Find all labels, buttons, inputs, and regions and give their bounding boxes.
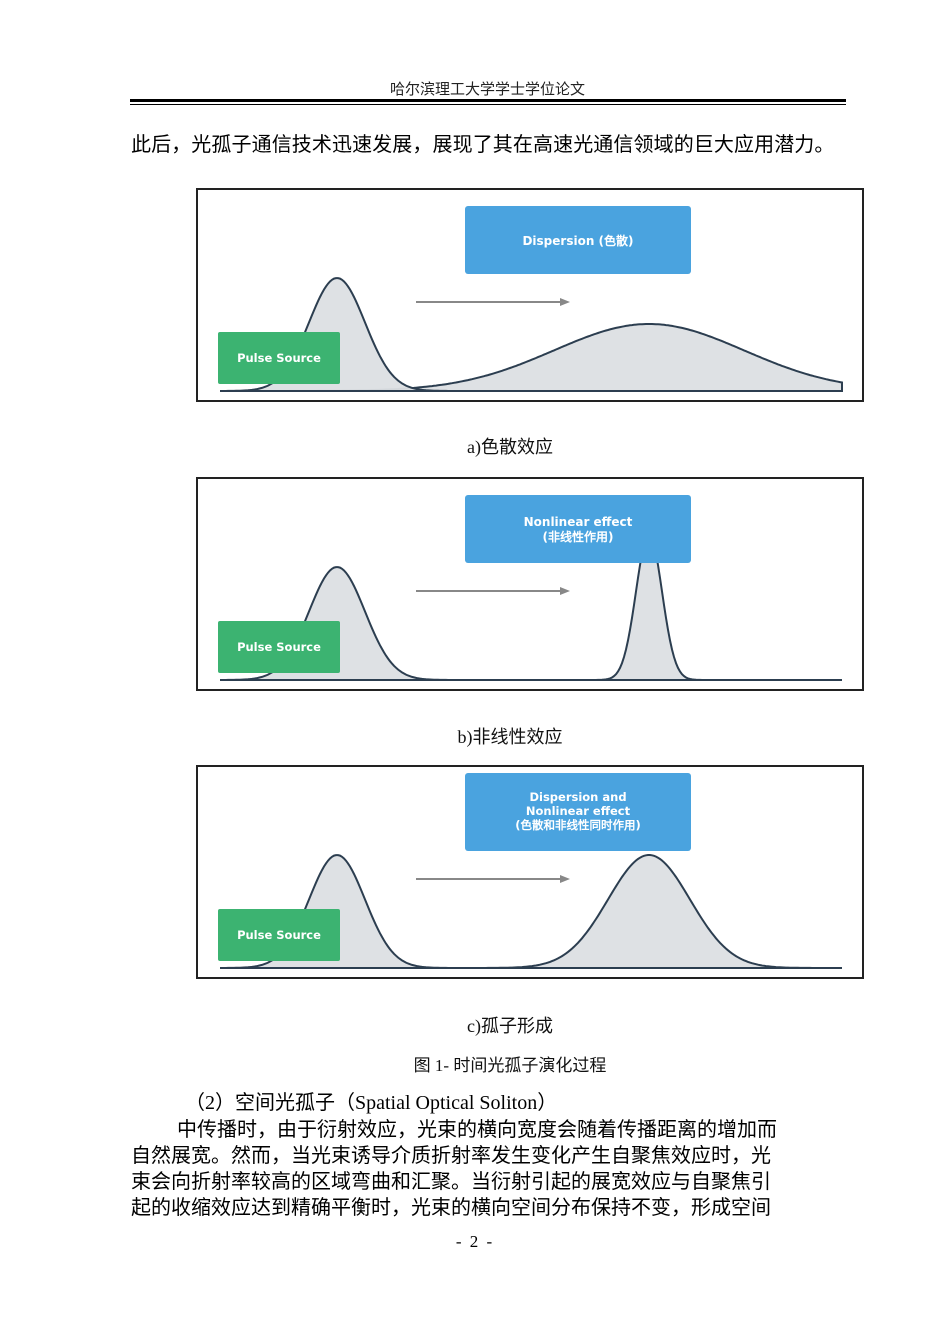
caption-a: a)色散效应 [467,437,553,457]
effect-label-line-1: Dispersion and [529,790,626,804]
figure-b-canvas: Pulse Source Nonlinear effect (非线性作用) [218,495,842,681]
figure-title: 图 1- 时间光孤子演化过程 [413,1056,607,1075]
figure-a-canvas: Pulse Source Dispersion (色散) [218,206,843,392]
effect-box: Dispersion and Nonlinear effect (色散和非线性同… [465,773,691,851]
effect-label-line-2: Nonlinear effect [526,804,631,818]
input-pulse-curve [220,566,842,681]
input-pulse-curve [220,277,842,392]
effect-label-line-1: Dispersion (色散) [522,233,633,248]
intro-paragraph: 此后，光孤子通信技术迅速发展，展现了其在高速光通信领域的巨大应用潜力。 [131,134,835,156]
propagation-arrow [416,587,570,595]
caption-b: b)非线性效应 [457,727,563,747]
effect-label-line-3: (色散和非线性同时作用) [515,818,641,832]
pulse-source-box: Pulse Source [218,909,340,961]
propagation-arrow [416,298,570,306]
section-paragraph-line-2: 自然展宽。然而，当光束诱导介质折射率发生变化产生自聚焦效应时，光 [131,1145,771,1167]
figure-c-canvas: Pulse Source Dispersion and Nonlinear ef… [218,773,842,969]
figure-c-soliton: Pulse Source Dispersion and Nonlinear ef… [196,765,864,979]
effect-box: Dispersion (色散) [465,206,691,274]
pulse-source-label: Pulse Source [237,928,321,942]
header-rule-thin [130,104,846,105]
effect-label-line-2: (非线性作用) [543,529,614,544]
pulse-source-label: Pulse Source [237,640,321,654]
figure-a-dispersion: Pulse Source Dispersion (色散) [196,188,864,402]
effect-box: Nonlinear effect (非线性作用) [465,495,691,563]
propagation-arrow [416,875,570,883]
page-header: 哈尔滨理工大学学士学位论文 [389,82,585,98]
caption-c: c)孤子形成 [467,1016,553,1036]
section-heading: （2）空间光孤子（Spatial Optical Soliton） [185,1092,558,1114]
page-number: - 2 - [455,1232,495,1251]
section-paragraph-line-4: 起的收缩效应达到精确平衡时，光束的横向空间分布保持不变，形成空间 [131,1197,771,1219]
pulse-source-box: Pulse Source [218,621,340,673]
input-pulse-curve [220,854,842,969]
section-paragraph-line-1: 中传播时，由于衍射效应，光束的横向宽度会随着传播距离的增加而 [177,1119,777,1141]
figure-b-nonlinear: Pulse Source Nonlinear effect (非线性作用) [196,477,864,691]
effect-label-line-1: Nonlinear effect [524,515,633,529]
pulse-source-label: Pulse Source [237,351,321,365]
header-rule-thick [130,99,846,102]
section-paragraph-line-3: 束会向折射率较高的区域弯曲和汇聚。当衍射引起的展宽效应与自聚焦引 [131,1171,771,1193]
pulse-source-box: Pulse Source [218,332,340,384]
